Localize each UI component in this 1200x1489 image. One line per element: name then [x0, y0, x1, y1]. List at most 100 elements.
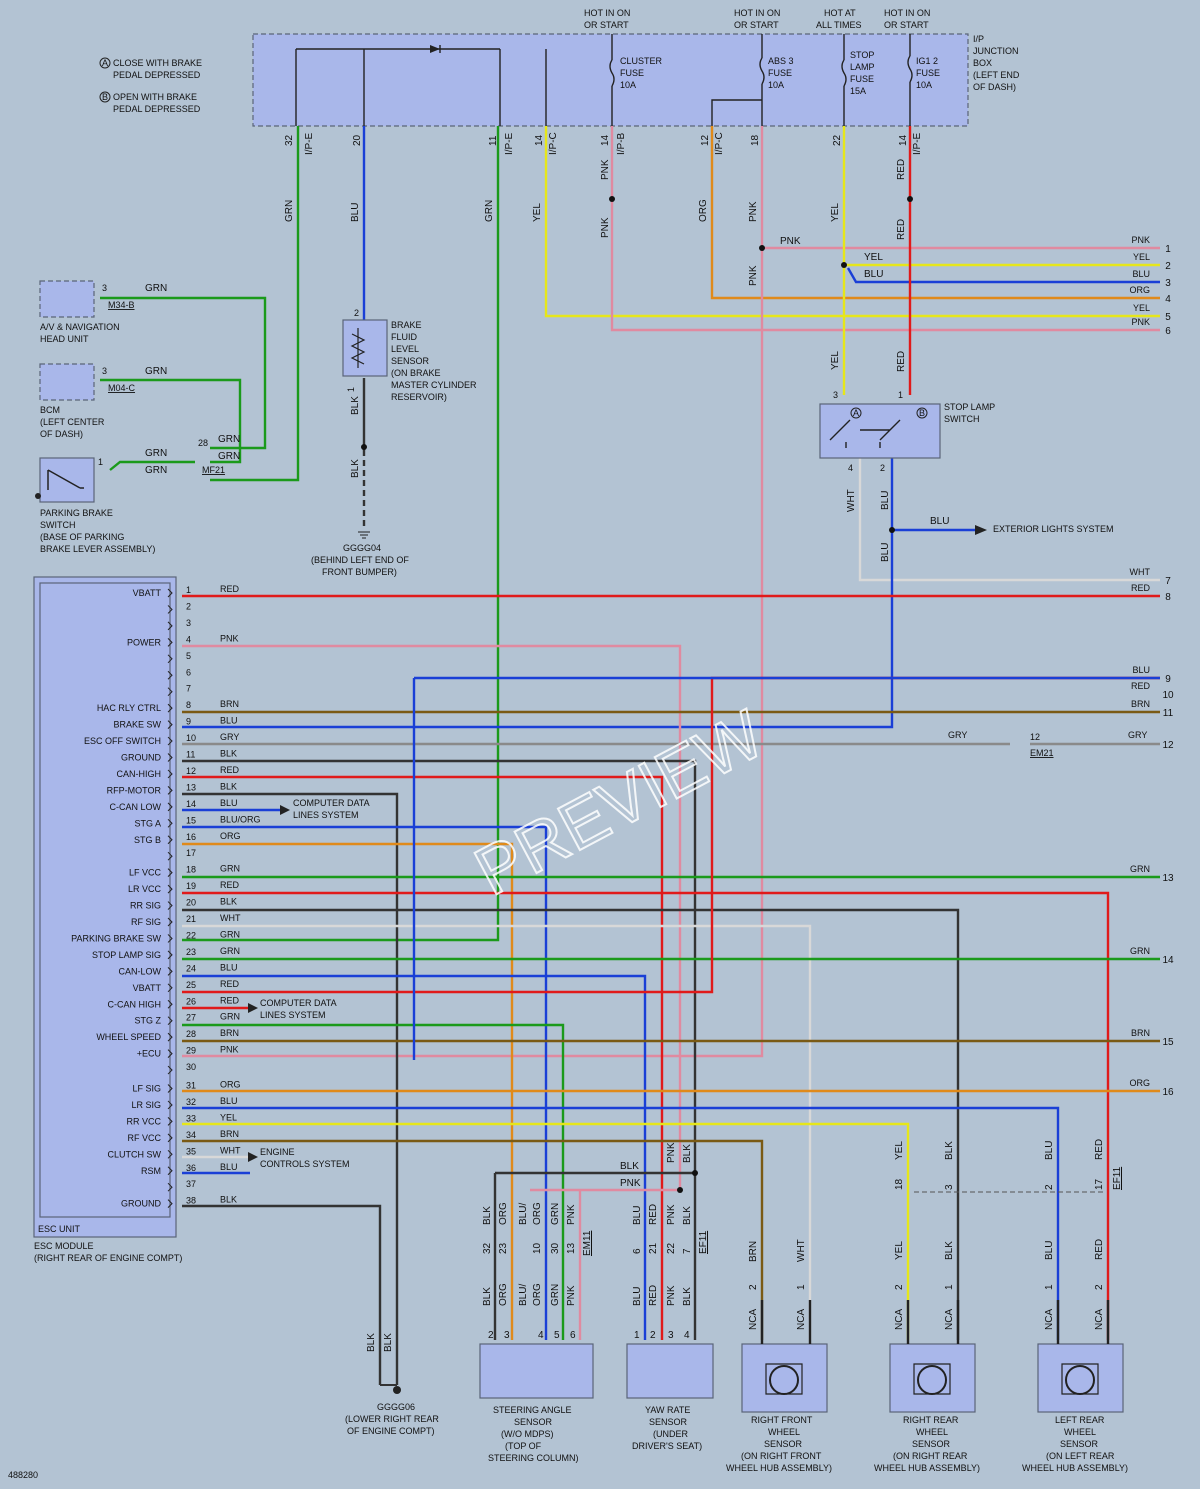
svg-text:ABS 3: ABS 3	[768, 56, 794, 66]
svg-text:2: 2	[748, 1284, 759, 1290]
svg-text:PNK: PNK	[566, 1285, 577, 1306]
svg-text:28: 28	[198, 438, 208, 448]
esc-pin-20-wire: BLK	[220, 897, 237, 907]
svg-text:FLUID: FLUID	[391, 332, 418, 342]
svg-text:(BEHIND LEFT END OF: (BEHIND LEFT END OF	[311, 555, 409, 565]
svg-text:YEL: YEL	[864, 252, 883, 263]
esc-pin-16-number: 16	[186, 832, 196, 842]
svg-text:2: 2	[354, 308, 359, 318]
mf21-conn: MF21	[202, 465, 225, 475]
svg-text:2: 2	[894, 1284, 905, 1290]
svg-text:10A: 10A	[916, 80, 932, 90]
esc-pin-8-number: 8	[186, 700, 191, 710]
esc-pin-18-number: 18	[186, 865, 196, 875]
svg-text:LEVEL: LEVEL	[391, 344, 419, 354]
svg-text:OF ENGINE COMPT): OF ENGINE COMPT)	[347, 1426, 435, 1436]
svg-text:1: 1	[898, 390, 903, 400]
svg-text:OR START: OR START	[584, 20, 629, 30]
esc-pin-17-number: 17	[186, 848, 196, 858]
svg-text:EF11: EF11	[1112, 1166, 1123, 1190]
svg-text:PNK: PNK	[748, 265, 759, 286]
esc-pin-5-terminal	[167, 654, 173, 664]
esc-pin-22-label: PARKING BRAKE SW	[71, 933, 161, 943]
rr-wheel-sensor	[889, 1343, 976, 1413]
svg-text:(LEFT END: (LEFT END	[973, 70, 1020, 80]
esc-pin-8-wire: BRN	[220, 699, 239, 709]
svg-text:ORG: ORG	[532, 1283, 543, 1306]
esc-pin-12-number: 12	[186, 766, 196, 776]
svg-text:WHEEL: WHEEL	[768, 1427, 800, 1437]
esc-pin-29-wire: PNK	[220, 1045, 239, 1055]
right-wire-14-number: 14	[1162, 955, 1174, 966]
svg-text:WHEEL HUB ASSEMBLY): WHEEL HUB ASSEMBLY)	[726, 1463, 832, 1473]
svg-text:1: 1	[634, 1330, 640, 1341]
esc-pin-22-terminal	[167, 934, 173, 943]
esc-pin-37-number: 37	[186, 1179, 196, 1189]
svg-text:WHT: WHT	[846, 489, 857, 512]
svg-text:GRN: GRN	[145, 465, 167, 476]
esc-pin-2-terminal	[167, 605, 173, 614]
esc-unit-label: ESC UNIT	[38, 1224, 81, 1234]
esc-pin-23-label: STOP LAMP SIG	[92, 950, 161, 960]
svg-text:BLU: BLU	[632, 1206, 643, 1225]
esc-module-location: (RIGHT REAR OF ENGINE COMPT)	[34, 1253, 182, 1263]
ground-gggg04-symbol	[358, 531, 370, 539]
bottom-wire-labels: BLK ORG BLU/ ORG GRN PNK BLK ORG BLU/ OR…	[366, 1139, 1105, 1352]
esc-pin-7-terminal	[167, 687, 173, 697]
esc-pin-8-terminal	[167, 703, 173, 713]
svg-text:A: A	[102, 58, 108, 68]
svg-text:NCA: NCA	[1044, 1309, 1055, 1330]
sensor-short-wires	[760, 1300, 1110, 1344]
right-wire-6-number: 6	[1165, 326, 1171, 337]
svg-text:GRN: GRN	[550, 1284, 561, 1306]
esc-pin-1-terminal	[167, 588, 173, 598]
svg-text:1: 1	[944, 1284, 955, 1290]
esc-pin-27-terminal	[167, 1016, 173, 1026]
right-wire-1-number: 1	[1165, 244, 1171, 255]
esc-module-label: ESC MODULE	[34, 1241, 94, 1251]
esc-pin-19-wire: RED	[220, 880, 240, 890]
esc-pin-28-terminal	[167, 1032, 173, 1042]
bcm	[39, 363, 95, 401]
svg-text:BLK: BLK	[682, 1144, 693, 1163]
stop-lamp-switch	[819, 403, 941, 459]
esc-pin-21-label: RF SIG	[131, 917, 161, 927]
junction-box-label: I/P JUNCTION BOX (LEFT END OF DASH)	[973, 34, 1020, 92]
svg-text:YEL: YEL	[894, 1141, 905, 1160]
svg-text:10A: 10A	[620, 80, 636, 90]
esc-pin-13-number: 13	[186, 782, 196, 792]
svg-text:PNK: PNK	[666, 1142, 677, 1163]
svg-text:GRN: GRN	[145, 366, 167, 377]
bcm-conn: M04-C	[108, 383, 136, 393]
svg-text:WHEEL: WHEEL	[1064, 1427, 1096, 1437]
svg-text:I/P-E: I/P-E	[504, 132, 515, 155]
svg-text:18: 18	[894, 1178, 905, 1190]
esc-pin-32-wire: BLU	[220, 1096, 238, 1106]
esc-pin-26-label: C-CAN HIGH	[108, 999, 162, 1009]
svg-text:4: 4	[848, 463, 853, 473]
svg-text:10A: 10A	[768, 80, 784, 90]
esc-pin-22-number: 22	[186, 930, 196, 940]
right-wire-1-color: PNK	[1131, 235, 1150, 245]
right-wire-15-number: 15	[1162, 1037, 1174, 1048]
esc-pin-31-number: 31	[186, 1081, 196, 1091]
esc-pin-27-wire: GRN	[220, 1012, 240, 1022]
esc-pin-20-terminal	[167, 901, 173, 910]
esc-pin-15-number: 15	[186, 815, 196, 825]
esc-pin-36-number: 36	[186, 1163, 196, 1173]
right-wire-6-color: PNK	[1131, 317, 1150, 327]
esc-pin-38-terminal	[167, 1199, 173, 1209]
right-wire-12-number: 12	[1162, 740, 1174, 751]
svg-text:SENSOR: SENSOR	[912, 1439, 951, 1449]
svg-text:22: 22	[832, 134, 843, 146]
esc-pin-35-wire: WHT	[220, 1145, 241, 1155]
svg-text:B: B	[102, 92, 108, 102]
svg-text:6: 6	[570, 1330, 576, 1341]
